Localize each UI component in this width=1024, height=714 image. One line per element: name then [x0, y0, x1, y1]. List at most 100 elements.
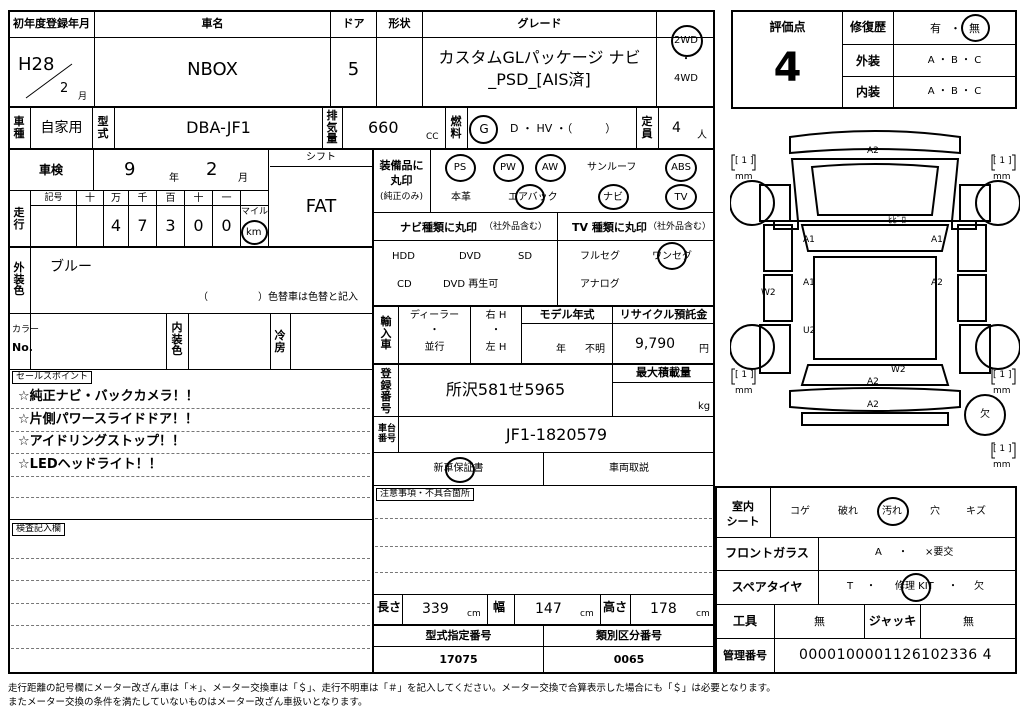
diag-a2-bot2: A2	[867, 400, 879, 410]
diag-a1-left2: A1	[803, 278, 815, 288]
mileage-digit-1: 7	[137, 216, 148, 235]
spare-label: スペアタイヤ	[731, 580, 803, 594]
tv-full: フルセグ	[580, 251, 620, 262]
recycle-label: リサイクル預託金	[619, 308, 708, 321]
exterior-color-value: ブルー	[50, 259, 92, 275]
diag-a2-bot1: A2	[867, 377, 879, 387]
inspection-label: 車検	[38, 163, 63, 177]
door-count: 5	[347, 59, 360, 80]
navi-types-label: ナビ種類に丸印	[400, 221, 477, 234]
diag-mm-1: mm	[735, 172, 753, 182]
width-label: 幅	[493, 600, 506, 614]
diag-mm-3: mm	[735, 386, 753, 396]
manual-label: 車両取説	[609, 463, 649, 474]
condition-box	[715, 486, 1017, 674]
equip-label-1: 装備品に	[379, 159, 424, 172]
import-dot: ・	[429, 325, 440, 336]
jack-value: 無	[963, 615, 974, 628]
spare-t: T	[847, 581, 854, 592]
score-value: 4	[773, 45, 802, 91]
length-unit: cm	[467, 609, 481, 619]
notes-tag: 注意事項・不具合箇所	[376, 488, 475, 501]
mileage-digit-2: 3	[165, 216, 176, 235]
capacity-value: 4	[672, 120, 681, 136]
exterior-color-label: 外装色	[13, 261, 25, 298]
interior-abc: A ・ B ・ C	[927, 86, 982, 97]
chassis-label: 車台番号	[378, 424, 397, 444]
footer-line-2: またメーター交換の条件を満たしていないものはメーター改ざん車扱いとなります。	[8, 697, 368, 708]
drive-dot: ・	[681, 54, 691, 65]
equip-tv-circle	[665, 184, 697, 210]
tv-types-label: TV 種類に丸印	[572, 221, 647, 234]
import-parallel: 並行	[424, 342, 445, 353]
width-unit: cm	[580, 609, 594, 619]
max-load-label: 最大積載量	[636, 366, 691, 379]
first-reg-label: 初年度登録年月	[13, 17, 90, 30]
equip-navi-circle	[598, 184, 629, 210]
tv-one-circle	[657, 242, 687, 270]
capacity-label: 定員	[641, 115, 653, 140]
max-load-unit: kg	[698, 401, 711, 412]
mileage-mile: マイル	[241, 207, 269, 217]
capacity-unit: 人	[697, 130, 707, 141]
diag-mm-2: mm	[993, 172, 1011, 182]
repair-dot: ・	[950, 22, 961, 35]
fuel-g-circle	[469, 115, 498, 144]
color-no-label: No.	[12, 341, 33, 354]
car-name: NBOX	[187, 59, 238, 80]
navi-dvd-play: DVD 再生可	[443, 279, 499, 290]
mileage-col-3: 百	[165, 193, 176, 204]
main-sheet	[8, 10, 715, 674]
exterior-label: 外装	[855, 54, 880, 68]
mileage-digit-0: 4	[110, 216, 122, 235]
reg-number-label: 登録番号	[380, 367, 392, 415]
equip-airbag-circle	[515, 184, 545, 210]
spare-none: 欠	[974, 581, 984, 592]
warranty-circle	[445, 457, 475, 483]
class-no-label: 類別区分番号	[596, 629, 662, 642]
repair-yes: 有	[930, 22, 941, 35]
equip-pw-circle	[493, 154, 524, 182]
width-value: 147	[535, 601, 562, 617]
mileage-col-0: 十	[85, 193, 95, 204]
car-damage-diagram	[730, 130, 1020, 459]
import-dot2: ・	[491, 325, 501, 336]
grade-line1: カスタムGLパッケージ ナビ	[438, 48, 641, 67]
aircon-label: 冷房	[274, 329, 286, 354]
recycle-value: 9,790	[635, 336, 676, 352]
sales-point-2: ☆片側パワースライドドア！！	[18, 412, 199, 427]
height-value: 178	[650, 601, 677, 617]
diag-a1-right: A1	[931, 235, 943, 245]
inspection-month-unit: 月	[238, 173, 248, 184]
score-label: 評価点	[769, 20, 806, 34]
diag-mm-5: mm	[993, 460, 1011, 470]
diag-mm-4: mm	[993, 386, 1011, 396]
height-label: 高さ	[603, 600, 628, 614]
glass-a: A	[875, 547, 882, 558]
grade-line2: _PSD_[AIS済]	[488, 70, 591, 89]
model-value: DBA-JF1	[186, 118, 251, 137]
inspection-year-unit: 年	[169, 173, 179, 184]
diag-u2-left: U2	[803, 326, 816, 336]
car-name-label: 車名	[201, 17, 224, 30]
model-year-unit: 年	[556, 344, 566, 355]
diag-bracket-2: [ 1 ]	[993, 156, 1012, 166]
spare-kit-circle	[901, 573, 931, 602]
interior-label: 内装	[855, 85, 880, 99]
plate-number: 所沢581せ5965	[445, 380, 566, 399]
jack-label: ジャッキ	[868, 614, 917, 628]
equip-ps-circle	[445, 154, 476, 182]
fuel-other: D ・ HV ・（ ）	[510, 122, 617, 135]
mileage-label: 走行	[13, 206, 25, 231]
seat-kizu: キズ	[966, 506, 986, 517]
spare-dot2: ・	[948, 581, 958, 592]
model-year-unknown: 不明	[585, 344, 605, 355]
diag-w2-left: W2	[761, 288, 776, 298]
height-unit: cm	[696, 609, 710, 619]
glass-x: ×要交	[925, 547, 954, 558]
glass-label: フロントガラス	[725, 546, 809, 560]
diag-a2-top: A2	[867, 146, 879, 156]
mileage-col-2: 千	[137, 193, 148, 204]
color-no-top: カラー	[12, 325, 40, 335]
equip-label-3: (純正のみ)	[379, 192, 424, 202]
